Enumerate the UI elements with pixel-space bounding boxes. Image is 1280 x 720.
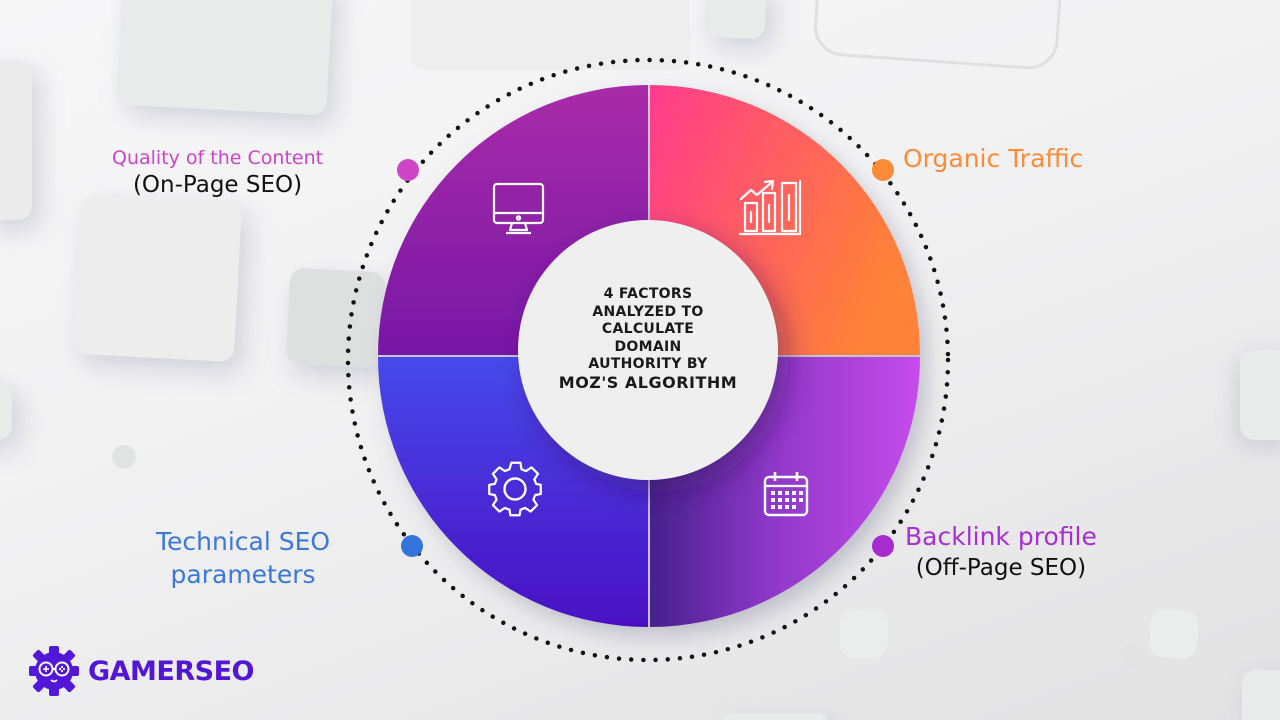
dot-content-quality	[397, 159, 419, 181]
bg-card	[1240, 350, 1280, 440]
label-subtitle: (Off-Page SEO)	[915, 554, 1087, 581]
bg-card	[1120, 642, 1145, 667]
center-title-line: AUTHORITY BY	[588, 356, 708, 372]
bg-card	[0, 380, 12, 440]
label-content-quality: Quality of the Content (On-Page SEO)	[112, 146, 323, 201]
brand-logo: GAMERSEO	[28, 645, 255, 697]
center-title-line: CALCULATE	[601, 321, 695, 337]
label-title: Technical SEO	[156, 527, 331, 556]
bg-card	[410, 0, 690, 70]
dot-organic-traffic	[872, 159, 894, 181]
label-subtitle: parameters	[170, 559, 316, 589]
bg-card	[0, 60, 32, 220]
center-title-line: DOMAIN	[614, 338, 682, 355]
label-title: Backlink profile	[905, 522, 1097, 551]
label-backlink-profile: Backlink profile (Off-Page SEO)	[905, 521, 1097, 583]
label-title: Organic Traffic	[903, 144, 1084, 173]
label-technical-seo: Technical SEO parameters	[156, 526, 330, 591]
bg-card	[1242, 670, 1280, 720]
dotted-ring	[345, 57, 951, 663]
bg-card	[720, 713, 830, 720]
gamerseo-mascot-icon	[29, 646, 79, 696]
monitor-icon	[492, 182, 545, 235]
bg-card	[112, 445, 136, 469]
center-title-line: MOZ'S ALGORITHM	[558, 372, 738, 392]
brand-name: GAMERSEO	[88, 655, 255, 687]
label-title: Quality of the Content	[112, 147, 324, 169]
center-title: 4 FACTORS ANALYZED TO CALCULATE DOMAIN A…	[528, 286, 768, 391]
label-subtitle: (On-Page SEO)	[132, 171, 303, 198]
calendar-icon	[763, 472, 809, 517]
dot-technical-seo	[401, 535, 423, 557]
center-title-line: 4 FACTORS	[603, 286, 693, 302]
label-organic-traffic: Organic Traffic	[903, 143, 1083, 176]
growth-chart-icon	[738, 179, 802, 236]
dot-backlink-profile	[872, 535, 894, 557]
center-circle	[518, 220, 778, 480]
gear-icon	[488, 461, 542, 517]
center-title-line: ANALYZED TO	[592, 303, 704, 320]
